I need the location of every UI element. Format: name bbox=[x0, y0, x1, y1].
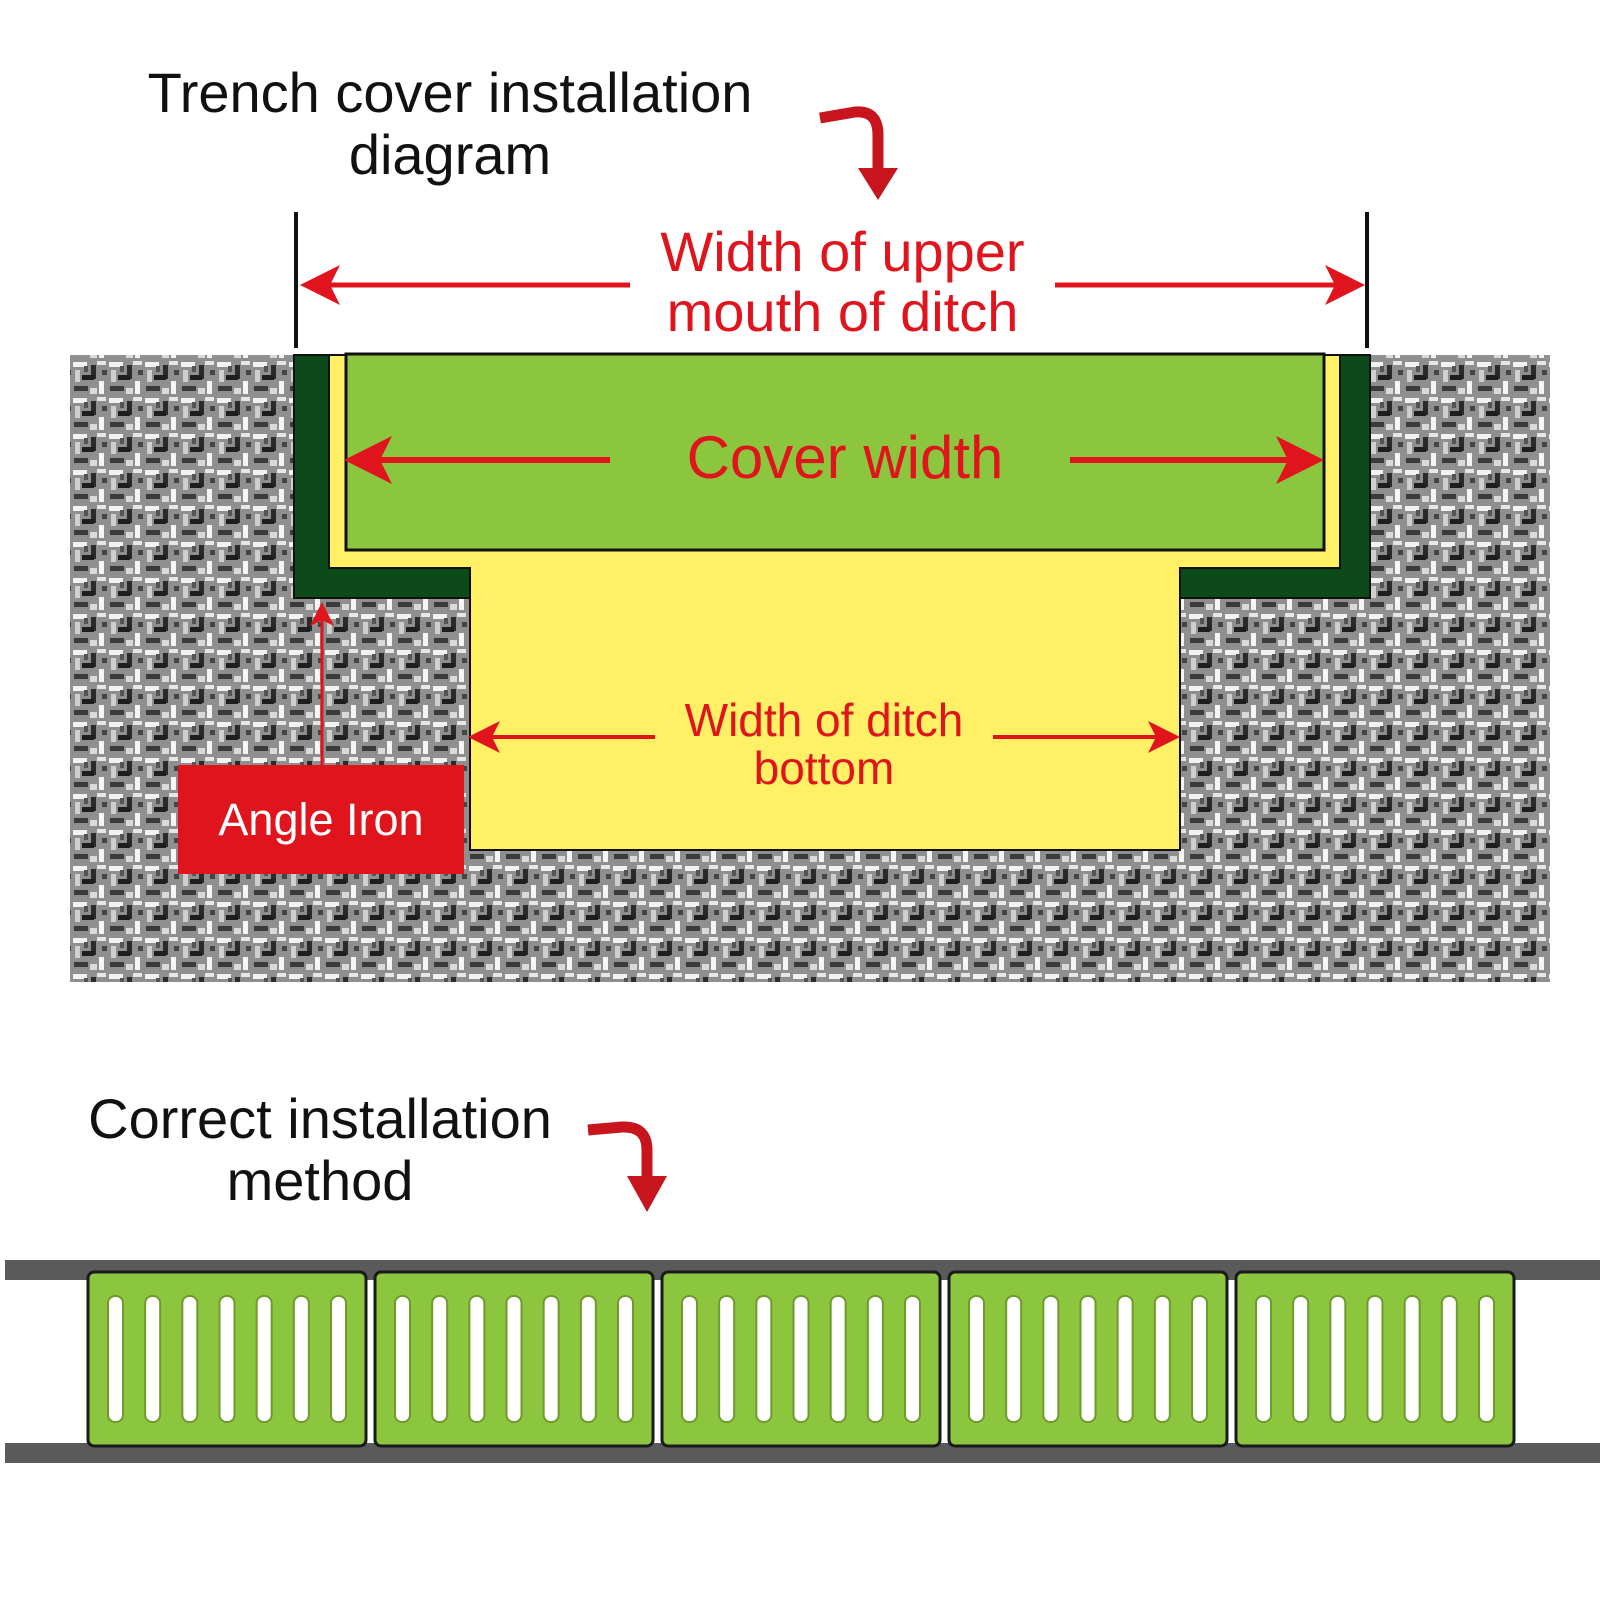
grate-slot bbox=[1440, 1295, 1458, 1423]
grate-slot bbox=[718, 1295, 736, 1423]
grate-row bbox=[86, 1270, 1516, 1448]
grate-slot bbox=[330, 1295, 347, 1423]
grate-slot bbox=[431, 1295, 449, 1423]
grate-slot bbox=[579, 1295, 597, 1423]
cover-width-label: Cover width bbox=[686, 424, 1004, 491]
grate-slot bbox=[1329, 1295, 1347, 1423]
grate-slot bbox=[1366, 1295, 1384, 1423]
grate-slot bbox=[829, 1295, 847, 1423]
grate-slot bbox=[292, 1295, 310, 1423]
grate-slot bbox=[617, 1295, 634, 1423]
grate-slot bbox=[968, 1295, 985, 1423]
grate-slot bbox=[792, 1295, 810, 1423]
grate-slot bbox=[1292, 1295, 1310, 1423]
grate-slot bbox=[1116, 1295, 1134, 1423]
cover-plate bbox=[344, 352, 1326, 552]
grate-slot bbox=[218, 1295, 236, 1423]
angle-iron-left bbox=[293, 354, 471, 599]
grate-slot bbox=[394, 1295, 411, 1423]
upper-mouth-label: Width of upper mouth of ditch bbox=[630, 222, 1055, 342]
diagram-title: Trench cover installation diagram bbox=[95, 62, 805, 186]
ditch-bottom-line1: Width of ditch bbox=[684, 694, 964, 746]
grate-slot bbox=[1478, 1295, 1495, 1423]
method-subtitle-line2: method bbox=[226, 1149, 414, 1212]
method-subtitle: Correct installation method bbox=[40, 1088, 600, 1212]
grate-slot bbox=[1079, 1295, 1097, 1423]
upper-mouth-line2: mouth of ditch bbox=[666, 280, 1019, 343]
rail-bottom bbox=[5, 1443, 1600, 1463]
angle-iron-right bbox=[1179, 354, 1371, 599]
upper-mouth-line1: Width of upper bbox=[660, 220, 1025, 283]
ditch-bottom-line2: bottom bbox=[753, 742, 895, 794]
grate-slot bbox=[144, 1295, 162, 1423]
grate-slot bbox=[255, 1295, 273, 1423]
grate-slot bbox=[904, 1295, 921, 1423]
grate-slot bbox=[1403, 1295, 1421, 1423]
grate-slot bbox=[542, 1295, 560, 1423]
curved-arrow-icon bbox=[587, 1121, 667, 1212]
grate-slot bbox=[1153, 1295, 1171, 1423]
angle-iron-label: Angle Iron bbox=[178, 765, 464, 874]
grate-slot bbox=[866, 1295, 884, 1423]
curved-arrow-icon bbox=[819, 106, 898, 200]
diagram-title-line2: diagram bbox=[348, 123, 552, 186]
method-subtitle-line1: Correct installation bbox=[88, 1087, 552, 1150]
grate-slot bbox=[1005, 1295, 1023, 1423]
grate-slot bbox=[1042, 1295, 1060, 1423]
ditch-bottom-label: Width of ditch bottom bbox=[655, 696, 993, 792]
grate-slot bbox=[681, 1295, 698, 1423]
diagram-title-line1: Trench cover installation bbox=[147, 61, 753, 124]
grate-slot bbox=[1255, 1295, 1272, 1423]
grate-slot bbox=[755, 1295, 773, 1423]
grate-slot bbox=[181, 1295, 199, 1423]
grate-slot bbox=[1191, 1295, 1208, 1423]
grate-slot bbox=[107, 1295, 124, 1423]
grate-slot bbox=[468, 1295, 486, 1423]
grate-slot bbox=[505, 1295, 523, 1423]
